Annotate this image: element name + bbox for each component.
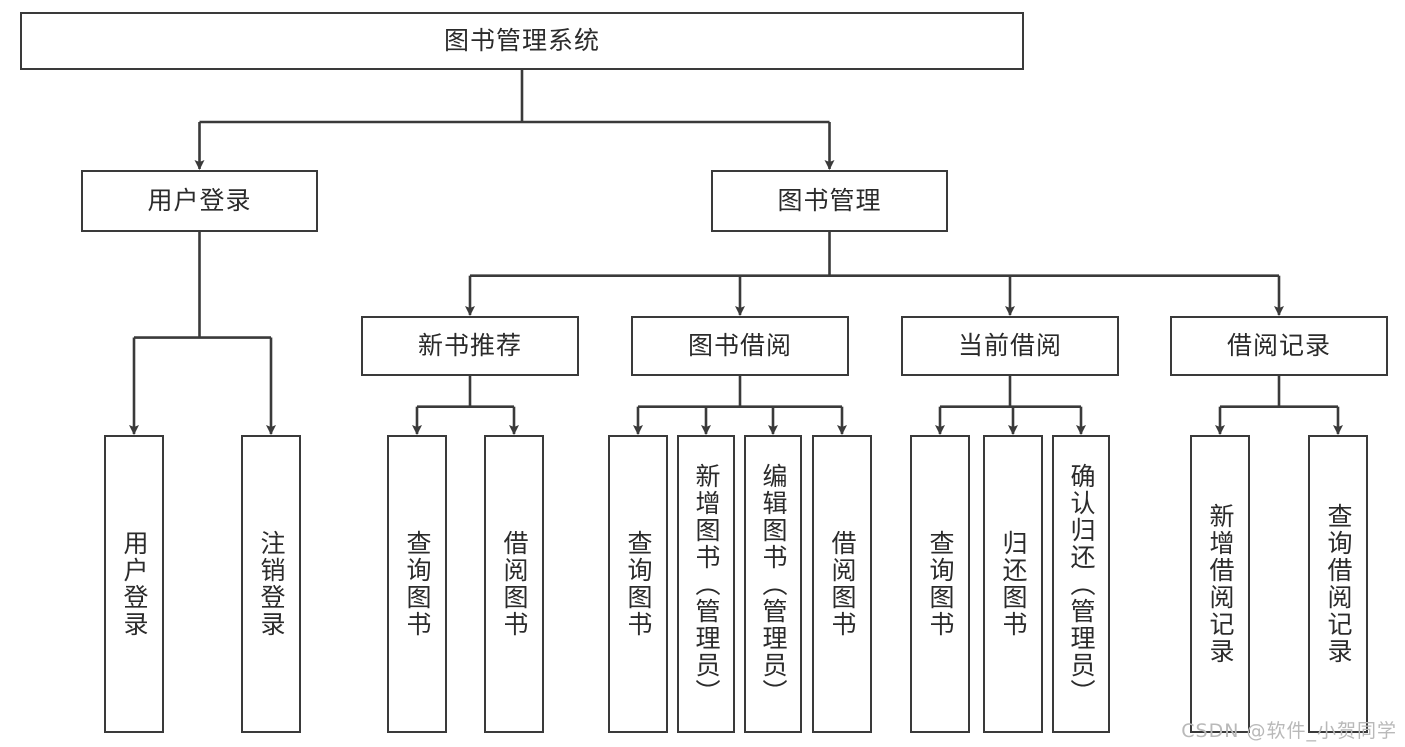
leaf-confirm-return-admin[interactable]: 确认归还（管理员） (1052, 435, 1110, 733)
node-label: 借阅图书 (828, 530, 857, 638)
node-label: 新书推荐 (417, 331, 522, 360)
node-label: 查询图书 (624, 530, 653, 638)
leaf-query-book-borrow[interactable]: 查询图书 (608, 435, 668, 733)
leaf-add-borrow-record[interactable]: 新增借阅记录 (1190, 435, 1250, 733)
leaf-borrow-book-rec[interactable]: 借阅图书 (484, 435, 544, 733)
leaf-edit-book-admin[interactable]: 编辑图书（管理员） (744, 435, 802, 733)
node-label: 借阅图书 (500, 530, 529, 638)
node-user-login[interactable]: 用户登录 (81, 170, 318, 232)
node-label: 查询图书 (926, 530, 955, 638)
leaf-borrow-book[interactable]: 借阅图书 (812, 435, 872, 733)
node-label: 编辑图书（管理员） (759, 462, 788, 706)
leaf-user-login[interactable]: 用户登录 (104, 435, 164, 733)
node-label: 当前借阅 (957, 331, 1062, 360)
leaf-add-book-admin[interactable]: 新增图书（管理员） (677, 435, 735, 733)
node-label: 查询图书 (403, 530, 432, 638)
leaf-return-book[interactable]: 归还图书 (983, 435, 1043, 733)
node-label: 图书借阅 (687, 331, 792, 360)
node-label: 借阅记录 (1226, 331, 1331, 360)
node-label: 图书管理 (777, 186, 882, 215)
node-book-manage[interactable]: 图书管理 (711, 170, 948, 232)
watermark-text: CSDN @软件_小贺同学 (1181, 720, 1397, 742)
node-label: 确认归还（管理员） (1067, 462, 1096, 706)
leaf-query-borrow-record[interactable]: 查询借阅记录 (1308, 435, 1368, 733)
node-borrow-record[interactable]: 借阅记录 (1170, 316, 1388, 376)
leaf-query-book-current[interactable]: 查询图书 (910, 435, 970, 733)
node-new-book-rec[interactable]: 新书推荐 (361, 316, 579, 376)
leaf-query-book-rec[interactable]: 查询图书 (387, 435, 447, 733)
node-label: 注销登录 (257, 530, 286, 638)
node-label: 图书管理系统 (443, 26, 600, 55)
node-label: 用户登录 (120, 530, 149, 638)
node-label: 归还图书 (999, 530, 1028, 638)
node-current-borrow[interactable]: 当前借阅 (901, 316, 1119, 376)
node-book-borrow[interactable]: 图书借阅 (631, 316, 849, 376)
leaf-user-logout[interactable]: 注销登录 (241, 435, 301, 733)
node-root[interactable]: 图书管理系统 (20, 12, 1024, 70)
node-label: 用户登录 (147, 186, 252, 215)
node-label: 新增借阅记录 (1206, 503, 1235, 665)
node-label: 查询借阅记录 (1324, 503, 1353, 665)
node-label: 新增图书（管理员） (692, 462, 721, 706)
